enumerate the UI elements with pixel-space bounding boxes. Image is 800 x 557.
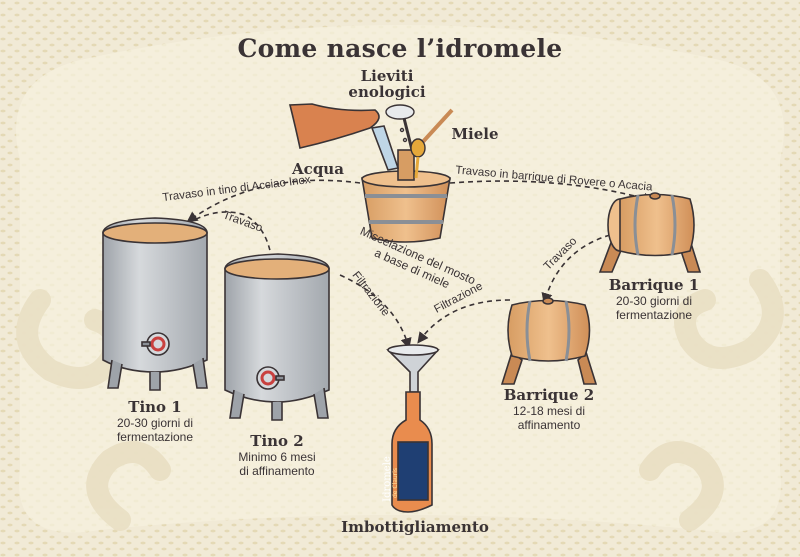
stage-barrique1-name: Barrique 1 [608, 276, 700, 294]
bottle-label: Idromele de Clauris [382, 456, 399, 502]
flow-arrow-filter-barrel [417, 299, 511, 344]
stage-barrique1: Barrique 1 20-30 giorni di fermentazione [598, 276, 710, 322]
flow-arrow-tank-transfer [179, 211, 277, 267]
flow-arrow-to-steel [186, 179, 361, 223]
stage-tino2: Tino 2 Minimo 6 mesi di affinamento [222, 432, 332, 478]
bottle-icon [391, 391, 433, 513]
steel-tank-icon [102, 217, 208, 391]
stage-tino1: Tino 1 20-30 giorni di fermentazione [100, 398, 210, 444]
page-title: Come nasce l’idromele [237, 34, 563, 63]
flow-arrow-barrel-transfer [541, 234, 611, 305]
steel-tank-icon [224, 253, 330, 421]
honey-dipper-icon [410, 108, 454, 179]
wooden-tub-icon [361, 149, 451, 243]
funnel-icon [386, 344, 440, 393]
stage-tino2-name: Tino 2 [250, 432, 304, 450]
oak-barrel-icon [598, 192, 702, 273]
honey-label: Miele [451, 125, 499, 143]
oak-barrel-icon [500, 297, 598, 385]
stage-barrique2-name: Barrique 2 [503, 386, 595, 404]
yeast-label: Lieviti enologici [348, 67, 426, 101]
stage-bottling-name: Imbottigliamento [341, 518, 489, 536]
flow-arrow-filter-tank [339, 274, 412, 350]
water-label: Acqua [292, 160, 344, 178]
jug-icon [288, 103, 400, 171]
yeast-spoon-icon [385, 104, 415, 151]
stage-barrique2: Barrique 2 12-18 mesi di affinamento [493, 386, 605, 432]
stage-tino1-name: Tino 1 [128, 398, 182, 416]
